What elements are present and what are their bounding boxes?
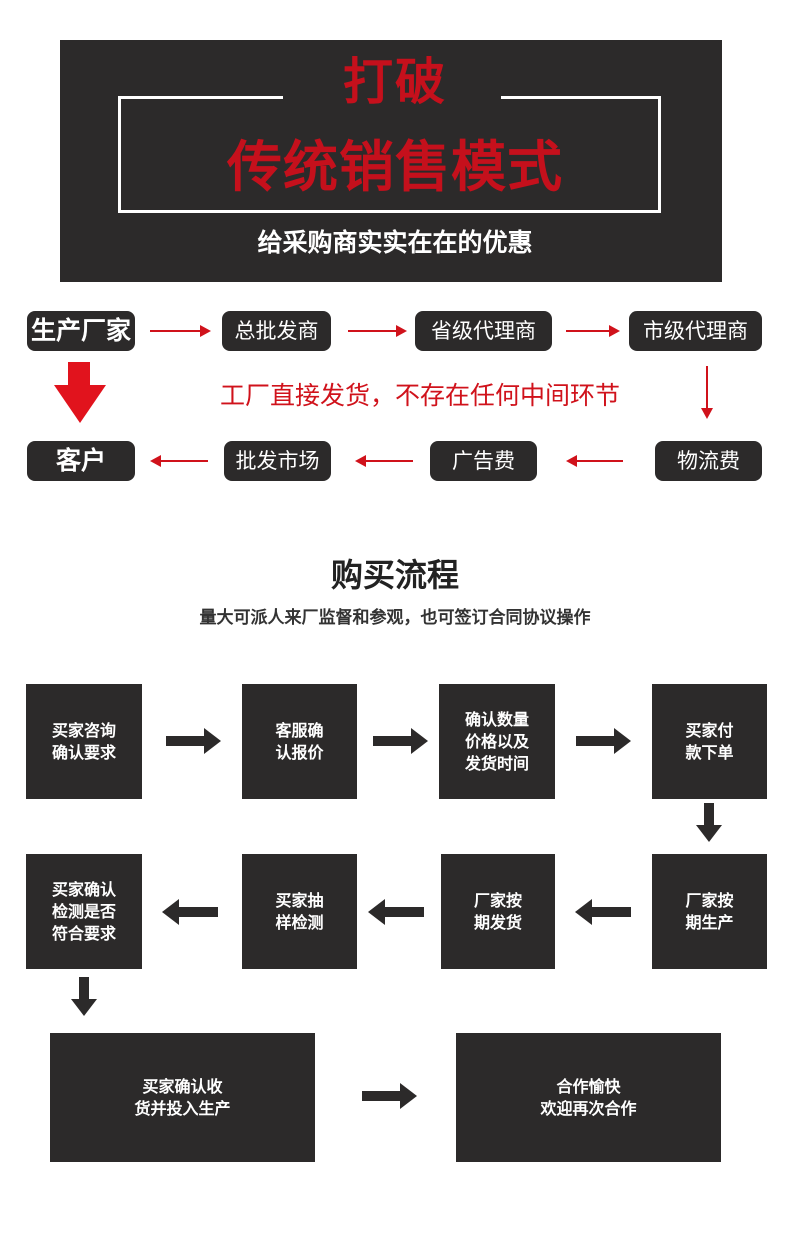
banner-title-line2: 传统销售模式 — [226, 134, 563, 199]
direct-shipping-note: 工厂直接发货，不存在任何中间环节 — [219, 381, 620, 410]
node-logistics-fee: 物流费 — [655, 441, 762, 481]
banner-subtitle: 给采购商实实在在的优惠 — [257, 228, 533, 257]
node-wholesale-market: 批发市场 — [224, 441, 331, 481]
node-customer: 客户 — [27, 441, 135, 481]
banner-frame-gap — [283, 88, 501, 108]
step-factory-ship: 厂家按期发货 — [441, 854, 555, 969]
step-factory-produce: 厂家按期生产 — [652, 854, 767, 969]
step-confirm-receipt: 买家确认收货并投入生产 — [50, 1033, 315, 1162]
step-service-quote: 客服确认报价 — [242, 684, 357, 799]
node-city-agent: 市级代理商 — [629, 311, 762, 351]
process-subtitle: 量大可派人来厂监督和参观，也可签订合同协议操作 — [199, 608, 591, 628]
process-title: 购买流程 — [330, 556, 459, 594]
step-sample-test: 买家抽样检测 — [242, 854, 357, 969]
step-buyer-inquiry: 买家咨询确认要求 — [26, 684, 142, 799]
step-buyer-payment: 买家付款下单 — [652, 684, 767, 799]
banner-title-line1: 打破 — [343, 52, 447, 111]
node-general-wholesaler: 总批发商 — [222, 311, 331, 351]
node-advertising-fee: 广告费 — [430, 441, 537, 481]
node-provincial-agent: 省级代理商 — [415, 311, 552, 351]
banner — [60, 40, 722, 282]
step-cooperation: 合作愉快欢迎再次合作 — [456, 1033, 721, 1162]
step-confirm-quantity: 确认数量价格以及发货时间 — [439, 684, 555, 799]
node-manufacturer: 生产厂家 — [27, 311, 135, 351]
step-buyer-inspect: 买家确认检测是否符合要求 — [26, 854, 142, 969]
